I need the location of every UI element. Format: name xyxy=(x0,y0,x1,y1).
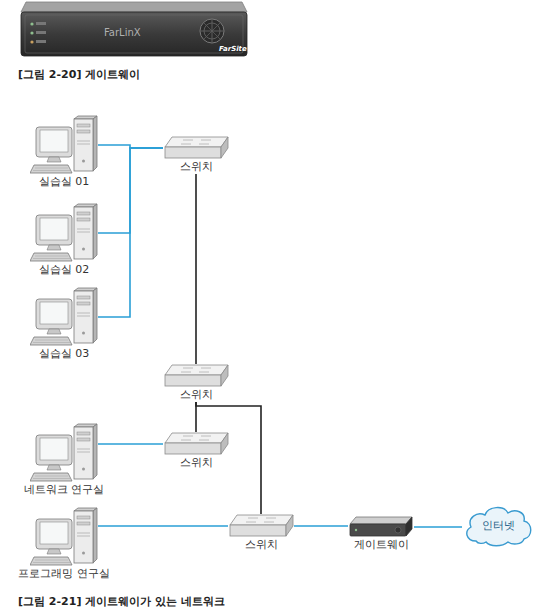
switch-node: 스위치 xyxy=(228,514,294,552)
logo-text: FarSite xyxy=(219,45,247,53)
node-label: 실습실 03 xyxy=(0,347,138,361)
node-label: 스위치 xyxy=(123,388,269,402)
node-label: 프로그래밍 연구실 xyxy=(0,567,138,581)
computer-node: 실습실 03 xyxy=(30,287,98,361)
device-icon xyxy=(228,514,294,538)
node-label: 게이트웨이 xyxy=(308,538,454,552)
node-label: 스위치 xyxy=(123,160,269,174)
device-icon xyxy=(30,115,98,175)
computer-node: 실습실 02 xyxy=(30,203,98,277)
figure-caption: [그림 2-20] 게이트웨이 xyxy=(18,67,140,82)
network-link xyxy=(294,525,348,527)
icon-graphic xyxy=(30,115,98,175)
device-icon xyxy=(163,432,229,456)
icon-graphic xyxy=(228,514,294,538)
switch-node: 스위치 xyxy=(163,136,229,174)
icon-graphic xyxy=(30,507,98,567)
node-label: 실습실 02 xyxy=(0,263,138,277)
network-link xyxy=(98,443,163,445)
switch-node: 스위치 xyxy=(163,432,229,470)
node-label: 스위치 xyxy=(188,538,334,552)
gateway-node: 게이트웨이 xyxy=(348,516,414,552)
computer-node: 프로그래밍 연구실 xyxy=(30,507,98,581)
node-label: 실습실 01 xyxy=(0,175,138,189)
icon-graphic xyxy=(163,136,229,160)
network-link xyxy=(98,148,163,317)
icon-graphic xyxy=(30,203,98,263)
device-icon xyxy=(163,136,229,160)
device-icon xyxy=(30,203,98,263)
figure-caption: [그림 2-21] 게이트웨이가 있는 네트워크 xyxy=(18,594,225,609)
device-icon xyxy=(348,516,414,538)
icon-graphic xyxy=(163,364,229,388)
computer-node: 네트워크 연구실 xyxy=(30,423,98,497)
cloud-outline: 인터넷 xyxy=(462,503,534,547)
brand-text: FarLinX xyxy=(104,27,141,38)
icon-graphic xyxy=(348,516,414,538)
icon-graphic xyxy=(30,423,98,483)
node-label: 네트워크 연구실 xyxy=(0,483,138,497)
network-link xyxy=(98,525,228,527)
icon-graphic xyxy=(30,287,98,347)
icon-graphic xyxy=(163,432,229,456)
cloud-label: 인터넷 xyxy=(462,503,534,547)
device-icon xyxy=(163,364,229,388)
device-icon xyxy=(30,423,98,483)
network-link xyxy=(195,174,197,364)
internet-cloud: 인터넷 xyxy=(462,503,534,547)
device-icon xyxy=(30,287,98,347)
computer-node: 실습실 01 xyxy=(30,115,98,189)
node-label: 스위치 xyxy=(123,456,269,470)
network-link xyxy=(414,526,462,528)
switch-node: 스위치 xyxy=(163,364,229,402)
device-icon xyxy=(30,507,98,567)
